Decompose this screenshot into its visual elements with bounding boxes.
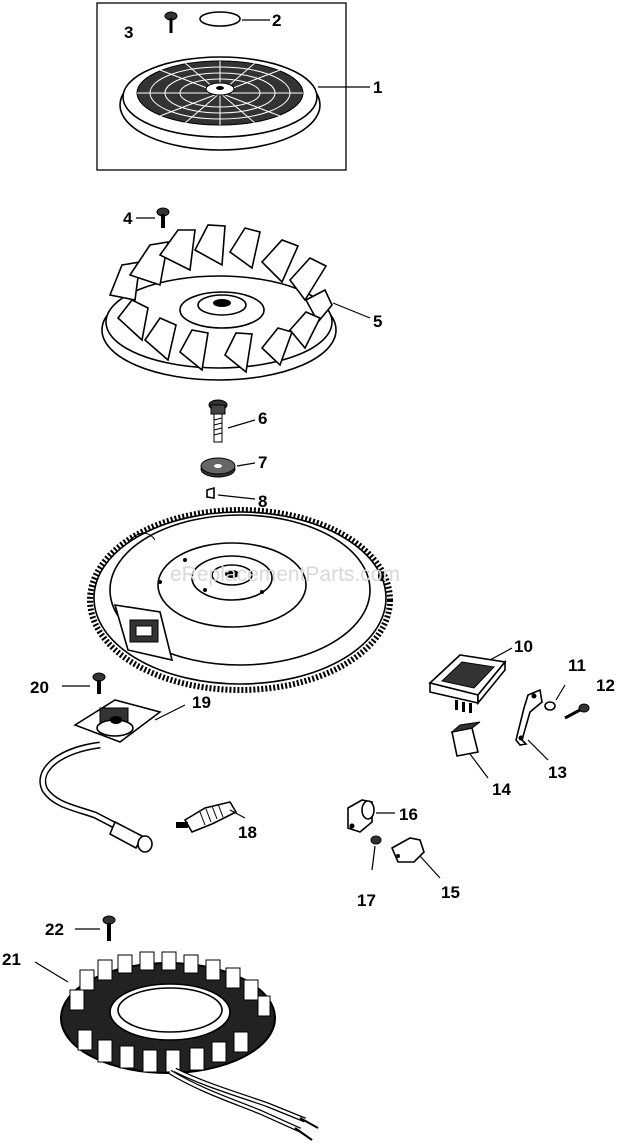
callout-12: 12	[596, 676, 615, 695]
watermark: eReplacementParts.com	[170, 563, 400, 586]
fastener-stack	[200, 399, 256, 500]
callout-14: 14	[492, 780, 511, 799]
callout-2: 2	[272, 11, 281, 30]
callout-18: 18	[238, 823, 257, 842]
callout-16: 16	[399, 805, 418, 824]
callout-19: 19	[192, 693, 211, 712]
callout-20: 20	[30, 678, 49, 697]
stator-group	[34, 915, 319, 1141]
callout-21: 21	[2, 950, 21, 969]
callout-5: 5	[373, 312, 382, 331]
fan-assembly	[101, 207, 371, 381]
callout-3: 3	[124, 23, 133, 42]
callout-1: 1	[373, 78, 382, 97]
callout-13: 13	[548, 763, 567, 782]
blower-housing-box	[96, 2, 370, 171]
callout-17: 17	[357, 891, 376, 910]
callout-8: 8	[258, 492, 267, 511]
callout-11: 11	[568, 656, 586, 675]
callout-10: 10	[514, 637, 533, 656]
clip-group	[347, 799, 441, 879]
callout-15: 15	[441, 883, 460, 902]
callout-labels: 1 2 3 4 5 6 7 8 10 11 12 13 14 15 16 17 …	[2, 11, 615, 969]
callout-7: 7	[258, 453, 267, 472]
ignition-group	[39, 672, 246, 853]
regulator-group	[428, 647, 590, 779]
callout-6: 6	[258, 409, 267, 428]
flywheel	[87, 507, 393, 693]
callout-4: 4	[123, 209, 133, 228]
callout-22: 22	[45, 920, 64, 939]
